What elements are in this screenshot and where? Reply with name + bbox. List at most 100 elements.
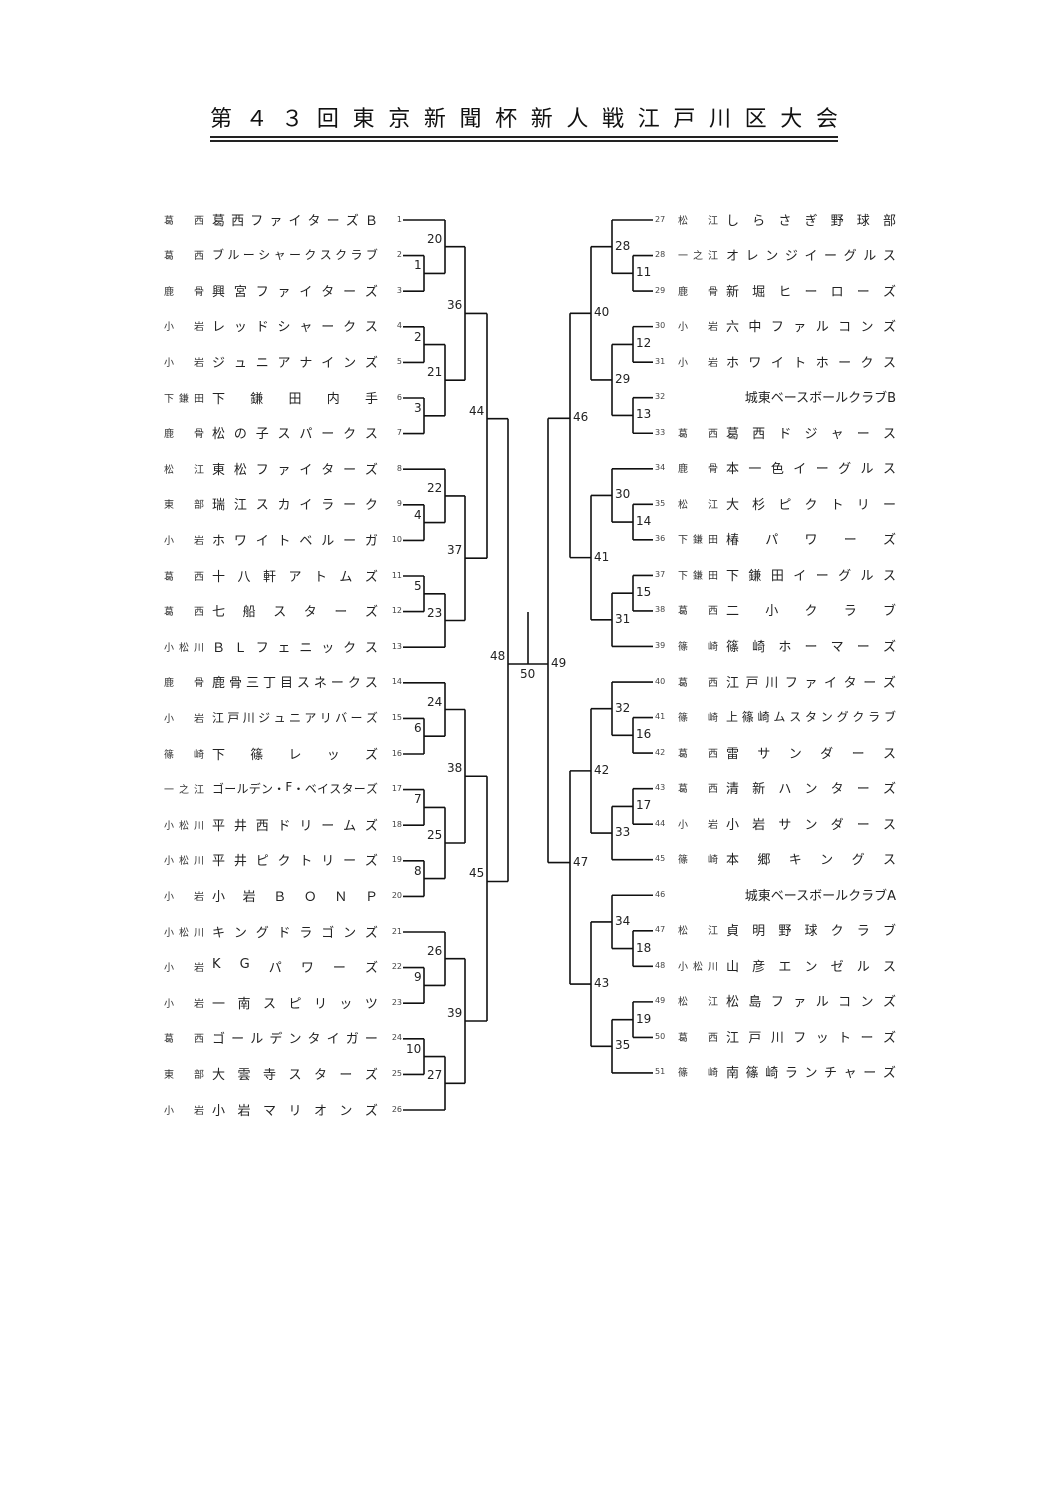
team-name: 本郷キングス (726, 853, 896, 869)
team-name: ホワイトベルーガ (212, 533, 378, 549)
match-number: 48 (490, 649, 506, 663)
match-number: 32 (615, 700, 631, 715)
team-region: 松江 (164, 464, 204, 476)
title-underline-inner (210, 140, 838, 142)
team-number: 40 (655, 676, 666, 686)
team-number: 30 (655, 321, 666, 331)
match-number: 19 (636, 1011, 652, 1026)
team-name: 篠崎ホーマーズ (726, 639, 896, 655)
team-number: 25 (391, 1068, 402, 1078)
team-region: 小岩 (164, 357, 204, 369)
match-number: 2 (414, 329, 422, 344)
match-number: 8 (414, 863, 422, 878)
title-char: 戦 (602, 107, 625, 132)
title-char: 杯 (495, 107, 518, 132)
team-region: 鹿骨 (678, 286, 718, 298)
team-region: 葛西 (678, 748, 718, 760)
team-number: 51 (655, 1067, 666, 1077)
team-region: 葛西 (164, 571, 204, 583)
team-name: 鹿骨三丁目スネークス (212, 676, 378, 692)
team-name: 下篠レッズ (212, 747, 378, 763)
team-name: 清新ハンターズ (726, 782, 896, 798)
title-char: 川 (708, 107, 731, 132)
match-number: 39 (447, 1006, 463, 1020)
team-number: 43 (655, 783, 666, 793)
team-region: 一之江 (678, 251, 718, 263)
team-number: 45 (655, 854, 666, 864)
team-region: 小松川 (164, 820, 204, 832)
match-number: 3 (414, 400, 422, 415)
team-name: 新堀ヒーローズ (726, 284, 896, 300)
match-number: 31 (615, 611, 631, 626)
title-char: 戸 (673, 107, 696, 132)
team-region: 東部 (164, 500, 204, 512)
match-number: 44 (469, 403, 485, 418)
team-number: 33 (655, 427, 666, 437)
team-name: ジュニアナインズ (212, 355, 378, 371)
team-region: 小松川 (164, 856, 204, 868)
team-region: 葛西 (164, 607, 204, 619)
match-number: 47 (573, 854, 589, 869)
match-number: 27 (427, 1068, 443, 1083)
team-name: しらさぎ野球部 (726, 213, 896, 229)
team-region: 小岩 (164, 1105, 204, 1117)
team-number: 50 (655, 1031, 666, 1041)
title-char: 区 (744, 107, 767, 132)
team-name: 本一色イーグルス (726, 462, 896, 478)
team-number: 28 (655, 250, 666, 260)
team-name: 葛西ドジャース (726, 426, 896, 442)
team-name: 上篠崎ムスタングクラブ (726, 710, 896, 725)
team-number: 16 (391, 748, 402, 758)
title-char: 第 (210, 107, 233, 132)
match-number: 6 (414, 721, 422, 736)
team-name: 松の子スパークス (212, 427, 378, 443)
match-number: 14 (636, 514, 652, 529)
team-name: 六中ファルコンズ (726, 320, 896, 336)
team-region: 松江 (678, 997, 718, 1009)
title-char: 東 (352, 107, 375, 132)
match-number: 22 (427, 480, 443, 495)
match-number: 9 (414, 970, 422, 985)
team-region: 小岩 (164, 963, 204, 975)
team-region: 小岩 (164, 998, 204, 1010)
team-number: 23 (391, 997, 402, 1007)
team-region: 松江 (678, 926, 718, 938)
match-number: 45 (469, 866, 485, 881)
title-char: 新 (423, 107, 446, 132)
match-number: 4 (414, 507, 422, 522)
team-region: 小岩 (164, 322, 204, 334)
title-char: 新 (530, 107, 553, 132)
team-number: 17 (391, 784, 402, 794)
team-region: 葛西 (678, 1032, 718, 1044)
team-name: 江戸川ファイターズ (726, 675, 896, 691)
match-number: 12 (636, 336, 652, 351)
team-region: 小岩 (678, 819, 718, 831)
team-name: 下鎌田イーグルス (726, 568, 896, 584)
team-number: 31 (655, 356, 666, 366)
title-underline (210, 136, 838, 138)
team-name: キングドラゴンズ (212, 925, 378, 941)
team-name: 大杉ピクトリー (726, 497, 896, 513)
team-number: 42 (655, 747, 666, 757)
team-name: 雷サンダース (726, 746, 896, 762)
